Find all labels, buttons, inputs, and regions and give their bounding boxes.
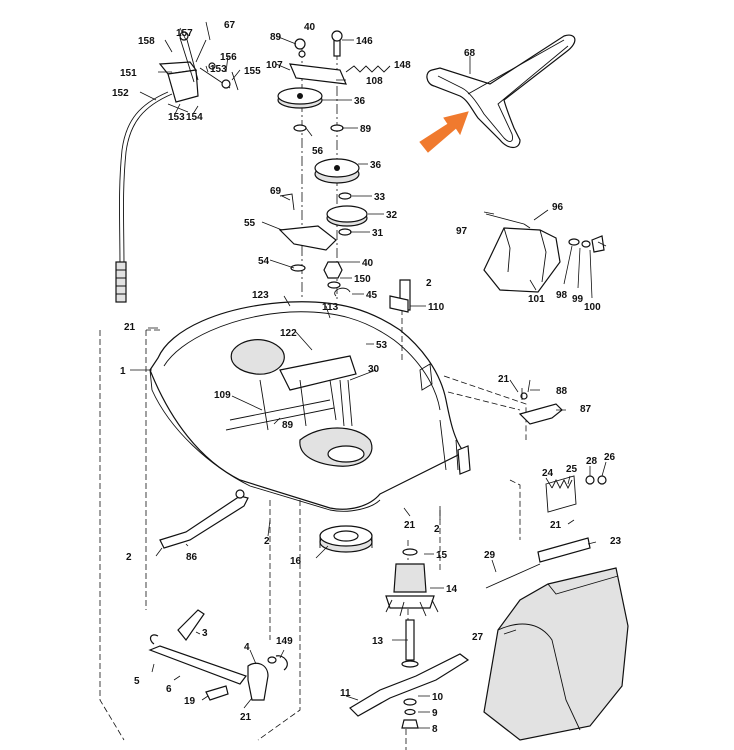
label-5: 5	[134, 676, 140, 687]
belt-guard-101	[483, 213, 605, 293]
label-122: 122	[280, 328, 297, 339]
label-148: 148	[394, 60, 411, 71]
label-25: 25	[566, 464, 578, 475]
label-40a: 40	[304, 22, 316, 33]
label-21d: 21	[404, 520, 416, 531]
part-number-labels: 67 157 158 151 153 156 155 152 153 154 4…	[112, 20, 622, 735]
label-27: 27	[472, 632, 484, 643]
label-1: 1	[120, 366, 126, 377]
bracket-110	[389, 295, 409, 313]
label-153b: 153	[168, 112, 185, 123]
label-68: 68	[464, 48, 476, 59]
label-87: 87	[580, 404, 592, 415]
label-107: 107	[266, 60, 283, 71]
label-86: 86	[186, 552, 198, 563]
label-14: 14	[446, 584, 458, 595]
idler-pulley-stack	[277, 30, 391, 297]
label-21a: 21	[124, 322, 136, 333]
label-16: 16	[290, 556, 302, 567]
label-150: 150	[354, 274, 371, 285]
label-31: 31	[372, 228, 384, 239]
label-6: 6	[166, 684, 172, 695]
arrow-shape	[419, 111, 469, 153]
blade-spindle-assembly	[349, 548, 470, 729]
label-13: 13	[372, 636, 384, 647]
label-89c: 89	[282, 420, 294, 431]
spindle-housing-16	[319, 525, 373, 553]
label-69: 69	[270, 186, 282, 197]
label-154: 154	[186, 112, 203, 123]
label-21c: 21	[550, 520, 562, 531]
label-110: 110	[428, 302, 445, 313]
label-54: 54	[258, 256, 270, 267]
height-adjust-assembly	[485, 475, 607, 589]
label-40b: 40	[362, 258, 374, 269]
belt-part-68	[426, 34, 576, 149]
label-2c: 2	[264, 536, 270, 547]
highlight-arrow	[419, 111, 469, 153]
label-55: 55	[244, 218, 256, 229]
label-2d: 2	[126, 552, 132, 563]
label-56: 56	[312, 146, 324, 157]
leader-lines	[130, 21, 607, 729]
label-2b: 2	[434, 524, 440, 535]
label-30: 30	[368, 364, 380, 375]
label-89a: 89	[270, 32, 282, 43]
deck-support-bracket-86	[159, 489, 249, 549]
label-10: 10	[432, 692, 444, 703]
label-36a: 36	[354, 96, 366, 107]
mower-deck-housing	[149, 279, 471, 512]
label-98: 98	[556, 290, 568, 301]
label-24: 24	[542, 468, 554, 479]
label-21e: 21	[240, 712, 252, 723]
label-21b: 21	[498, 374, 510, 385]
label-29: 29	[484, 550, 496, 561]
label-26: 26	[604, 452, 616, 463]
label-2a: 2	[426, 278, 432, 289]
label-101: 101	[528, 294, 545, 305]
label-156: 156	[220, 52, 237, 63]
label-158: 158	[138, 36, 155, 47]
engagement-lever-assembly	[115, 31, 239, 303]
label-36b: 36	[370, 160, 382, 171]
label-99: 99	[572, 294, 584, 305]
label-15: 15	[436, 550, 448, 561]
label-32: 32	[386, 210, 398, 221]
label-113: 113	[322, 302, 339, 313]
label-100: 100	[584, 302, 601, 313]
label-23: 23	[610, 536, 622, 547]
label-33: 33	[374, 192, 386, 203]
label-4: 4	[244, 642, 250, 653]
label-88: 88	[556, 386, 568, 397]
label-151: 151	[120, 68, 137, 79]
label-146: 146	[356, 36, 373, 47]
label-67: 67	[224, 20, 236, 31]
label-3: 3	[202, 628, 208, 639]
label-108: 108	[366, 76, 383, 87]
label-153: 153	[210, 64, 227, 75]
label-28: 28	[586, 456, 598, 467]
label-8: 8	[432, 724, 438, 735]
label-97: 97	[456, 226, 468, 237]
label-11: 11	[340, 688, 351, 699]
label-19: 19	[184, 696, 196, 707]
label-149: 149	[276, 636, 293, 647]
label-152: 152	[112, 88, 129, 99]
label-89b: 89	[360, 124, 372, 135]
label-9: 9	[432, 708, 438, 719]
label-109: 109	[214, 390, 231, 401]
discharge-chute-27	[483, 567, 629, 741]
label-96: 96	[552, 202, 564, 213]
label-123: 123	[252, 290, 269, 301]
label-45: 45	[366, 290, 378, 301]
linkage-arm-assembly	[148, 609, 288, 701]
label-155: 155	[244, 66, 261, 77]
label-157: 157	[176, 28, 193, 39]
label-53: 53	[376, 340, 388, 351]
bracket-87	[518, 392, 563, 425]
